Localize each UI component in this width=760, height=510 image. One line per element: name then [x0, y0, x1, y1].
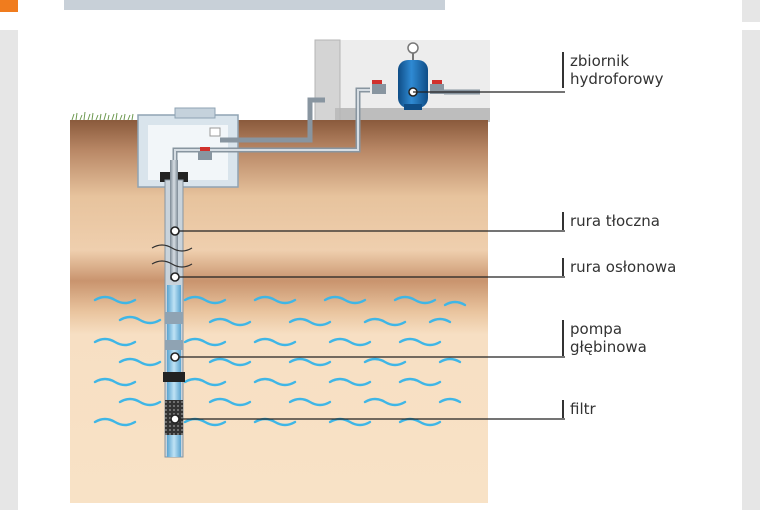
left-frame	[0, 30, 18, 510]
label-pressure-tank-line2: hydroforowy	[570, 70, 664, 88]
label-casing-pipe-text: rura osłonowa	[570, 258, 677, 276]
top-bar	[64, 0, 445, 10]
accent-square	[0, 0, 18, 12]
label-pressure-tank-line1: zbiornik	[570, 52, 630, 70]
pipe-bottom	[167, 435, 181, 457]
callouts	[175, 91, 565, 420]
label-deep-well-pump-line1: pompa	[570, 320, 623, 338]
label-delivery-pipe: rura tłoczna	[562, 212, 660, 230]
right-frame	[742, 30, 760, 510]
right-frame-top	[742, 0, 760, 22]
break-marks	[151, 244, 193, 268]
soil	[70, 120, 488, 503]
label-deep-well-pump: pompa głębinowa	[562, 320, 647, 356]
label-filter: filtr	[562, 400, 596, 418]
label-pressure-tank: zbiornik hydroforowy	[562, 52, 664, 88]
grass	[71, 111, 134, 121]
label-casing-pipe: rura osłonowa	[562, 258, 676, 276]
pump	[163, 285, 185, 400]
callout-dots	[170, 226, 180, 424]
label-delivery-pipe-text: rura tłoczna	[570, 212, 660, 230]
label-deep-well-pump-line2: głębinowa	[570, 338, 647, 356]
label-filter-text: filtr	[570, 400, 596, 418]
pressure-tank	[398, 42, 428, 110]
